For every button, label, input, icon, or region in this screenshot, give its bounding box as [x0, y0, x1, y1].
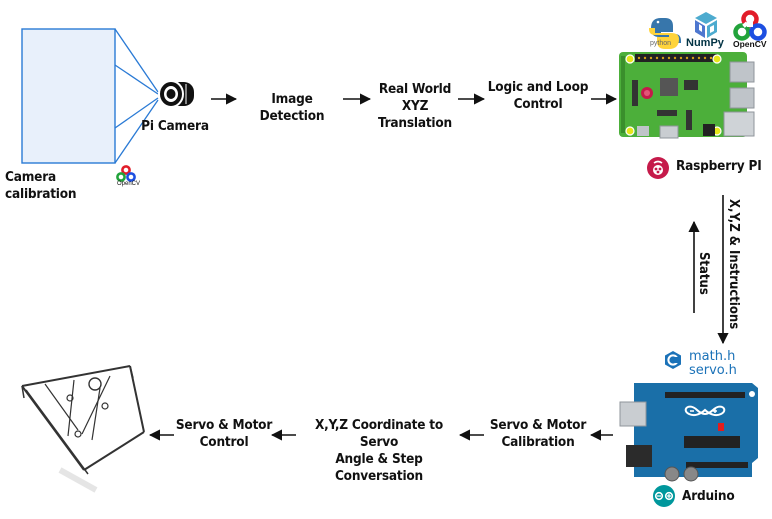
raspberry-pi-label: Raspberry PI	[676, 158, 762, 174]
servo-calibration-line2: Calibration	[501, 434, 575, 450]
c-language-icon	[665, 351, 681, 369]
logic-loop-line1: Logic and Loop	[487, 79, 589, 95]
math-h-label: math.h	[689, 349, 736, 364]
opencv-small-icon	[116, 165, 136, 182]
servo-control-line1: Servo & Motor	[175, 417, 273, 433]
arduino-board	[619, 383, 758, 482]
image-detection-label: Image Detection	[259, 91, 325, 124]
libraries-label: math.h servo.h	[689, 350, 737, 378]
vertical-arrows	[688, 195, 729, 345]
servo-h-label: servo.h	[689, 363, 737, 378]
python-label: python	[650, 40, 672, 47]
arduino-icon	[653, 485, 675, 507]
servo-calibration-line1: Servo & Motor	[489, 417, 587, 433]
arduino-label: Arduino	[682, 488, 735, 504]
opencv-small-label: OpenCV	[117, 181, 141, 187]
logic-loop-label: Logic and Loop Control	[486, 79, 590, 113]
opencv-label: OpenCV	[733, 39, 767, 49]
numpy-label: NumPy	[686, 37, 724, 49]
servo-control-label: Servo & Motor Control	[175, 417, 273, 451]
numpy-icon	[695, 12, 717, 38]
xyz-translation-line2: Translation	[378, 115, 452, 131]
raspberry-pi-board	[619, 52, 755, 139]
delta-robot-icon	[21, 365, 145, 493]
raspberry-icon	[647, 157, 669, 179]
coordinate-conversion-line1: X,Y,Z Coordinate to Servo	[314, 417, 444, 450]
calibration-panel	[21, 28, 159, 164]
servo-control-line2: Control	[199, 434, 249, 450]
pi-camera-label: Pi Camera	[141, 118, 209, 134]
logic-loop-line2: Control	[513, 96, 563, 112]
status-label: Status	[696, 252, 711, 295]
opencv-icon	[733, 10, 767, 41]
python-icon	[649, 18, 681, 49]
coordinate-conversion-label: X,Y,Z Coordinate to Servo Angle & Step C…	[296, 417, 462, 485]
coordinate-conversion-line2: Angle & Step Conversation	[334, 451, 424, 484]
xyz-translation-line1: Real World XYZ	[378, 81, 452, 114]
xyz-translation-label: Real World XYZ Translation	[368, 81, 462, 132]
camera-lens-icon	[158, 80, 194, 108]
camera-calibration-label: Camera calibration	[5, 169, 77, 202]
xyz-instructions-label: X,Y,Z & Instructions	[726, 199, 741, 330]
servo-calibration-label: Servo & Motor Calibration	[486, 417, 590, 451]
